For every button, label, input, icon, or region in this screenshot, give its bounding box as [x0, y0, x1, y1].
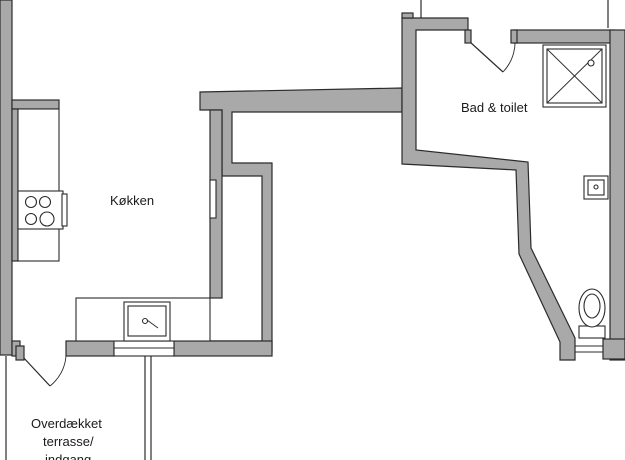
doors: [15, 29, 518, 387]
kitchen-bottom-wall-mid: [65, 340, 115, 357]
kitchen-fixtures: [17, 108, 217, 342]
terrace-outline: [5, 356, 152, 460]
kitchen-sink-drain: [141, 317, 149, 325]
kitchen-bottom-opening: [113, 340, 175, 357]
bathroom-top-wall: [513, 29, 615, 44]
bathroom-sink-drain: [593, 184, 599, 190]
top-door-jamb: [401, 12, 414, 19]
left-counter: [17, 108, 60, 262]
burner-1: [24, 195, 38, 209]
kitchen-faucet: [146, 319, 159, 329]
room-label-bathroom: Bad & toilet: [461, 100, 528, 115]
kitchen-upper-wall-stub: [11, 99, 60, 110]
room-label-terrace-2: terrasse/: [43, 434, 94, 449]
kitchen-bottom-wall-right: [173, 340, 273, 357]
room-label-kitchen: Køkken: [110, 193, 154, 208]
room-label-terrace-1: Overdækket: [31, 416, 102, 431]
entrance-door-swing: [49, 355, 67, 387]
stove-panel: [61, 193, 68, 227]
bathroom-wall: [401, 17, 576, 361]
bathroom-door-jamb-right: [510, 29, 518, 44]
stove: [17, 190, 64, 230]
left-exterior-wall: [0, 0, 13, 356]
bathroom-bottom-wall: [602, 338, 625, 360]
burner-4: [39, 211, 55, 227]
burner-3: [24, 212, 38, 226]
burner-2: [38, 195, 52, 209]
toilet-seat: [583, 293, 601, 319]
walls: [0, 0, 625, 361]
kitchen-left-inner-wall: [11, 108, 19, 262]
room-label-terrace-3: indgang: [45, 452, 91, 460]
entrance-door-leaf: [21, 355, 51, 387]
shower-diagonal-2: [546, 48, 603, 104]
bathroom-door-leaf: [469, 41, 504, 73]
shower-drain: [587, 59, 595, 67]
bathroom-door-jamb-left: [464, 29, 472, 44]
toilet-tank: [578, 325, 606, 339]
tall-cabinet: [209, 179, 217, 219]
bathroom-right-wall: [609, 29, 625, 361]
entrance-door-jamb: [15, 345, 25, 361]
bathroom-fixtures: [542, 44, 609, 353]
